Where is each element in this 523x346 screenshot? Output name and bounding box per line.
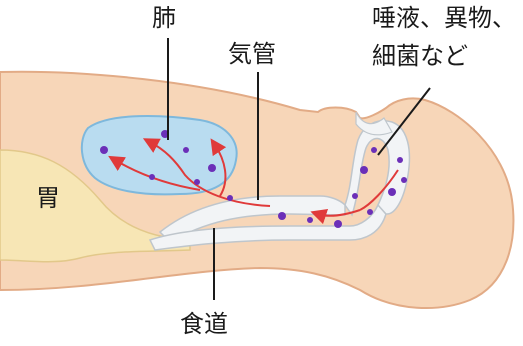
- label-lung: 肺: [152, 6, 176, 30]
- label-saliva-line2: 細菌など: [372, 44, 468, 68]
- label-trachea: 気管: [228, 42, 276, 66]
- label-saliva-line1: 唾液、異物、: [372, 6, 516, 30]
- label-stomach: 胃: [36, 186, 60, 210]
- lung-shape: [82, 116, 237, 194]
- label-esophagus: 食道: [180, 312, 228, 336]
